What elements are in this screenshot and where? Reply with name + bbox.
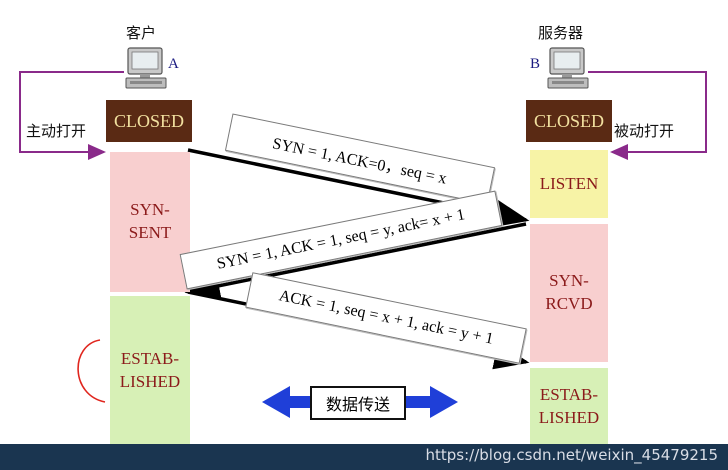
- server-state-syn-rcvd: SYN- RCVD: [530, 224, 608, 362]
- highlight-arc: [77, 339, 106, 403]
- client-state-closed: CLOSED: [106, 100, 192, 142]
- server-title: 服务器: [538, 24, 584, 42]
- server-open-label: 被动打开: [614, 122, 675, 140]
- server-open-link: [588, 71, 707, 160]
- server-state-closed: CLOSED: [526, 100, 612, 142]
- server-state-listen: LISTEN: [530, 150, 608, 218]
- server-letter: B: [530, 56, 541, 72]
- client-state-established: ESTAB- LISHED: [110, 296, 190, 446]
- data-transfer-label: 数据传送: [310, 386, 406, 420]
- server-state-established: ESTAB- LISHED: [530, 368, 608, 446]
- computer-icon: [547, 47, 589, 89]
- client-title: 客户: [126, 24, 157, 42]
- bottom-bar: [0, 444, 728, 470]
- client-open-label: 主动打开: [26, 122, 87, 140]
- client-state-syn-sent: SYN- SENT: [110, 152, 190, 292]
- message-arrow-2: [184, 222, 527, 300]
- client-letter: A: [168, 56, 179, 72]
- client-open-link: [19, 71, 124, 160]
- watermark-url: https://blog.csdn.net/weixin_45479215: [425, 446, 718, 464]
- computer-icon: [125, 47, 167, 89]
